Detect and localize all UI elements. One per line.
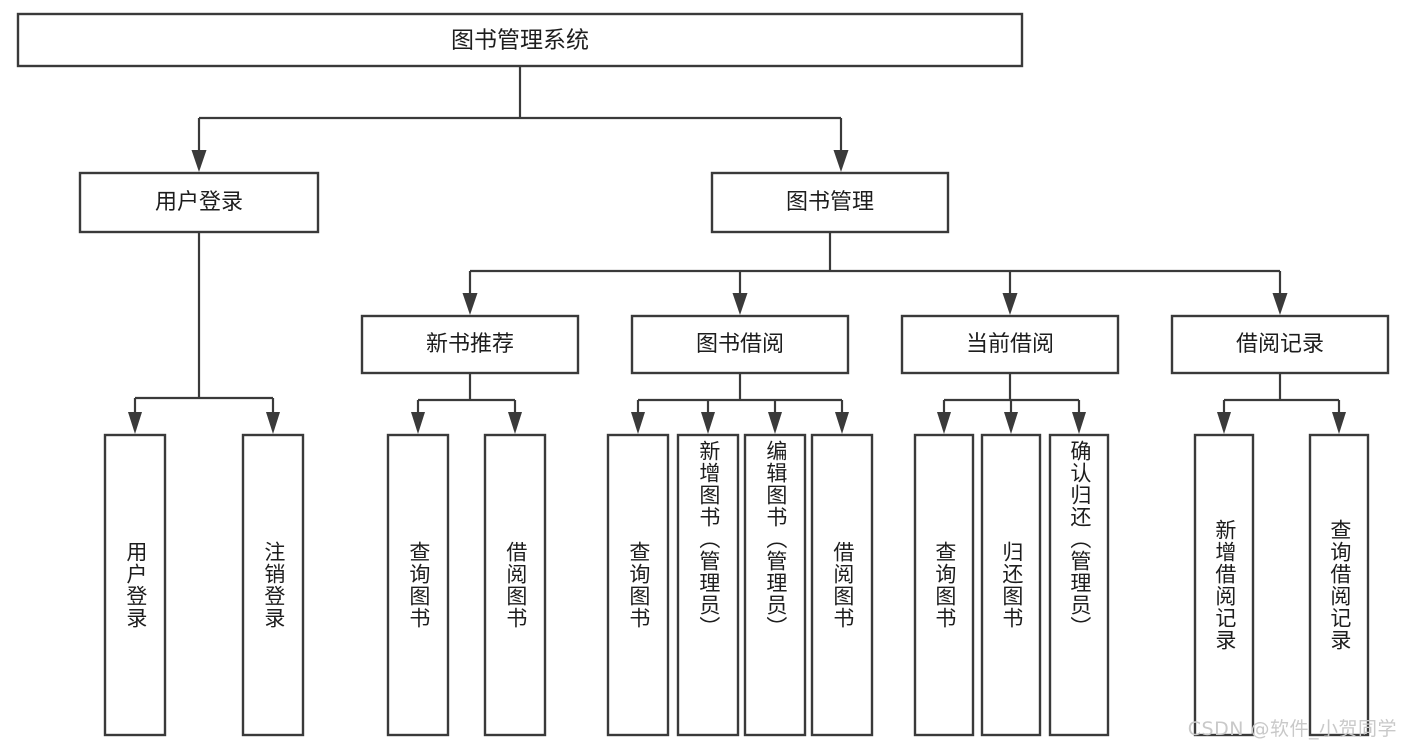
node-user-login-label: 用户登录: [155, 190, 243, 215]
leaf-box-borrow-book-2[interactable]: [810, 433, 874, 737]
leaf-node-boxes: [103, 433, 1370, 737]
node-borrow-record-label: 借阅记录: [1236, 332, 1324, 357]
node-borrow-record[interactable]: 借阅记录: [1170, 314, 1390, 375]
leaf-box-edit-book[interactable]: [743, 433, 807, 737]
leaf-box-add-record[interactable]: [1193, 433, 1255, 737]
node-current-borrow-label: 当前借阅: [966, 332, 1054, 357]
connector-newbook-to-leaves: [411, 373, 522, 434]
connector-borrowrecord-to-leaves: [1217, 373, 1346, 434]
connector-bookborrow-to-leaves: [631, 373, 849, 434]
csdn-watermark: CSDN @软件_小贺同学: [1187, 718, 1397, 740]
leaf-box-query-book-2[interactable]: [606, 433, 670, 737]
node-user-login[interactable]: 用户登录: [78, 171, 320, 234]
leaf-box-user-login[interactable]: [103, 433, 167, 737]
node-book-manage[interactable]: 图书管理: [710, 171, 950, 234]
node-new-book-recommend-label: 新书推荐: [426, 332, 514, 357]
node-book-manage-label: 图书管理: [786, 190, 874, 215]
leaf-box-user-logout[interactable]: [241, 433, 305, 737]
leaf-box-add-book[interactable]: [676, 433, 740, 737]
leaf-box-return-book[interactable]: [980, 433, 1042, 737]
leaf-box-confirm-return[interactable]: [1048, 433, 1110, 737]
leaf-box-query-record[interactable]: [1308, 433, 1370, 737]
node-root-label: 图书管理系统: [451, 28, 589, 54]
node-new-book-recommend[interactable]: 新书推荐: [360, 314, 580, 375]
connector-bookmanage-to-level3: [462, 232, 1288, 315]
node-book-borrow-label: 图书借阅: [696, 332, 784, 357]
connector-userlogin-to-leaves: [128, 232, 280, 434]
leaf-box-query-book-1[interactable]: [386, 433, 450, 737]
node-current-borrow[interactable]: 当前借阅: [900, 314, 1120, 375]
node-book-borrow[interactable]: 图书借阅: [630, 314, 850, 375]
connector-currentborrow-to-leaves: [937, 373, 1086, 434]
connector-root-to-level2: [191, 66, 849, 172]
node-root[interactable]: 图书管理系统: [16, 12, 1024, 68]
leaf-box-query-book-3[interactable]: [913, 433, 975, 737]
leaf-box-borrow-book-1[interactable]: [483, 433, 547, 737]
